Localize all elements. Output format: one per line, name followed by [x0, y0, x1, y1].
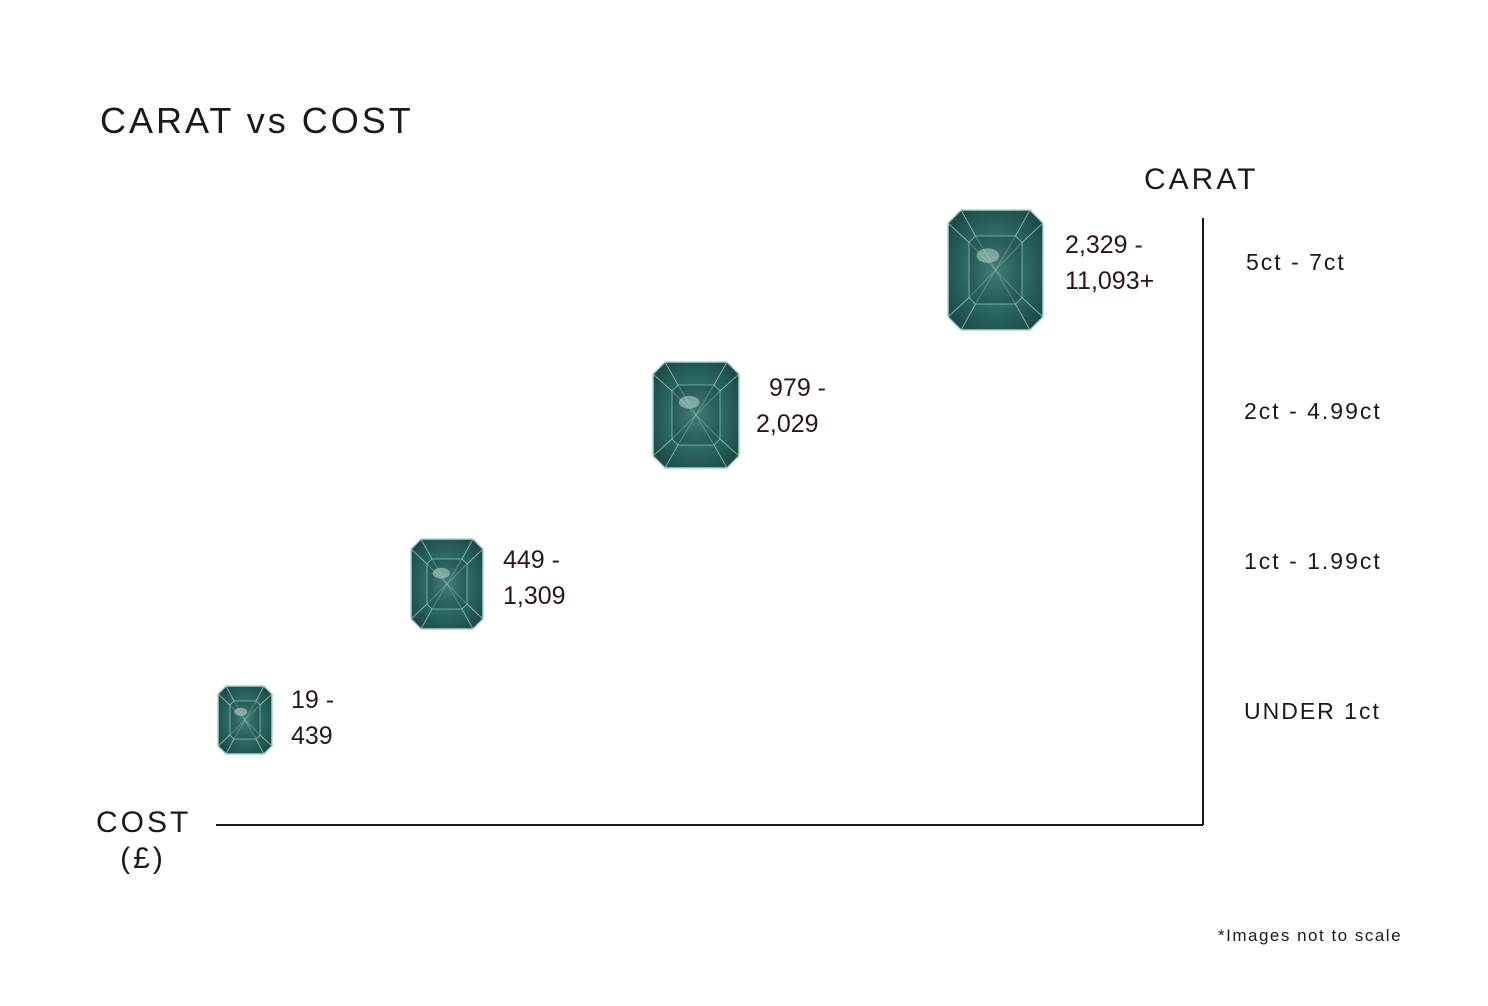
gem-marker-2 — [410, 538, 484, 630]
price-label-2: 449 - 1,309 — [503, 542, 566, 614]
x-axis-label-line1: COST — [96, 806, 192, 839]
carat-tier-label-2: 1ct - 1.99ct — [1244, 548, 1382, 574]
price-label-1-line-2: 439 — [291, 722, 333, 750]
y-axis-label: CARAT — [1144, 163, 1259, 196]
gem-marker-3 — [652, 361, 740, 469]
price-label-3-line-1: 979 - — [769, 374, 826, 402]
x-axis-label: COST (£) — [96, 805, 190, 877]
gem-marker-4 — [947, 209, 1044, 331]
footnote: *Images not to scale — [1218, 926, 1403, 945]
price-label-4-line-2: 11,093+ — [1065, 267, 1155, 295]
carat-tier-label-3: 2ct - 4.99ct — [1244, 398, 1382, 424]
price-label-1: 19 - 439 — [291, 682, 334, 754]
chart-title: CARAT vs COST — [100, 100, 414, 141]
x-axis-label-line2: (£) — [120, 842, 166, 875]
price-label-3: 979 - 2,029 — [756, 370, 826, 442]
price-label-3-line-2: 2,029 — [756, 410, 819, 438]
gem-marker-1 — [217, 685, 273, 755]
carat-tier-label-4: 5ct - 7ct — [1246, 249, 1346, 275]
price-label-4: 2,329 - 11,093+ — [1065, 227, 1154, 299]
price-label-1-line-1: 19 - — [291, 686, 335, 714]
carat-tier-label-1: UNDER 1ct — [1244, 698, 1381, 724]
price-label-2-line-2: 1,309 — [503, 582, 566, 610]
price-label-4-line-1: 2,329 - — [1065, 231, 1143, 259]
price-label-2-line-1: 449 - — [503, 546, 560, 574]
